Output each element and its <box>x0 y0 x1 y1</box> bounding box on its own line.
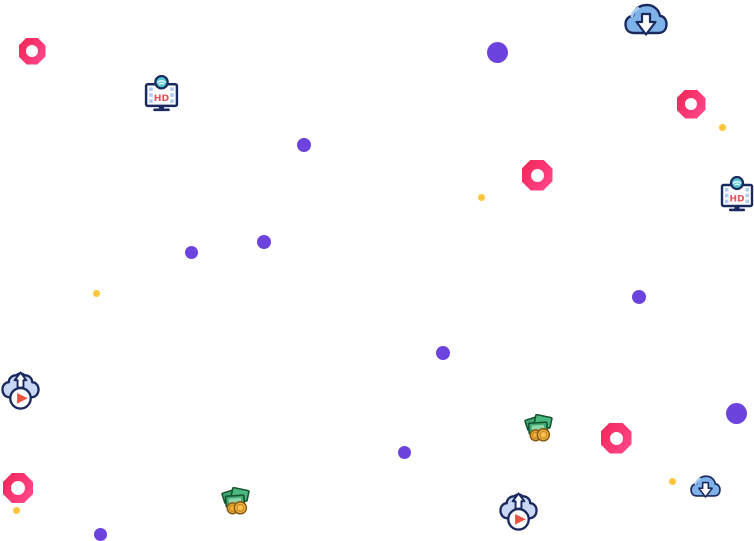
money-icon <box>523 413 554 443</box>
purple-dot <box>184 245 198 259</box>
yellow-dot <box>12 506 20 514</box>
cloud-download-glyph <box>689 474 721 498</box>
cloud-play-icon <box>0 370 40 411</box>
money-glyph <box>523 413 553 442</box>
cloud-play-glyph <box>498 491 538 531</box>
pink-donut <box>600 422 632 454</box>
purple-dot <box>297 138 311 152</box>
yellow-dot <box>668 477 676 485</box>
purple-dot <box>486 41 508 63</box>
hd-monitor-glyph: HD <box>720 176 754 212</box>
yellow-dot <box>92 289 100 297</box>
svg-text:HD: HD <box>153 93 169 104</box>
purple-dot <box>632 290 646 304</box>
pink-donut <box>18 37 46 65</box>
hd-monitor-icon: HD <box>720 176 754 212</box>
purple-dot <box>257 235 271 249</box>
hd-monitor-icon: HD <box>144 74 179 112</box>
purple-dot <box>725 402 747 424</box>
cloud-download-icon <box>689 474 721 501</box>
cloud-play-glyph <box>0 370 40 410</box>
yellow-dot <box>477 193 485 201</box>
donut-hole <box>685 98 697 110</box>
cloud-play-icon <box>498 491 538 532</box>
pink-donut <box>3 473 33 503</box>
yellow-dot <box>718 123 726 131</box>
pink-donut <box>676 89 706 119</box>
hd-monitor-glyph: HD <box>144 74 178 111</box>
money-icon <box>220 486 251 516</box>
pink-donut <box>521 159 553 191</box>
purple-dot <box>93 527 107 541</box>
donut-hole <box>26 45 38 57</box>
donut-hole <box>609 431 623 445</box>
money-glyph <box>220 486 250 515</box>
donut-hole <box>530 168 544 182</box>
cloud-download-glyph <box>624 3 668 36</box>
purple-dot <box>397 445 411 459</box>
purple-dot <box>436 346 450 360</box>
svg-text:HD: HD <box>729 195 744 205</box>
cloud-download-icon <box>624 2 668 40</box>
donut-hole <box>11 481 25 495</box>
